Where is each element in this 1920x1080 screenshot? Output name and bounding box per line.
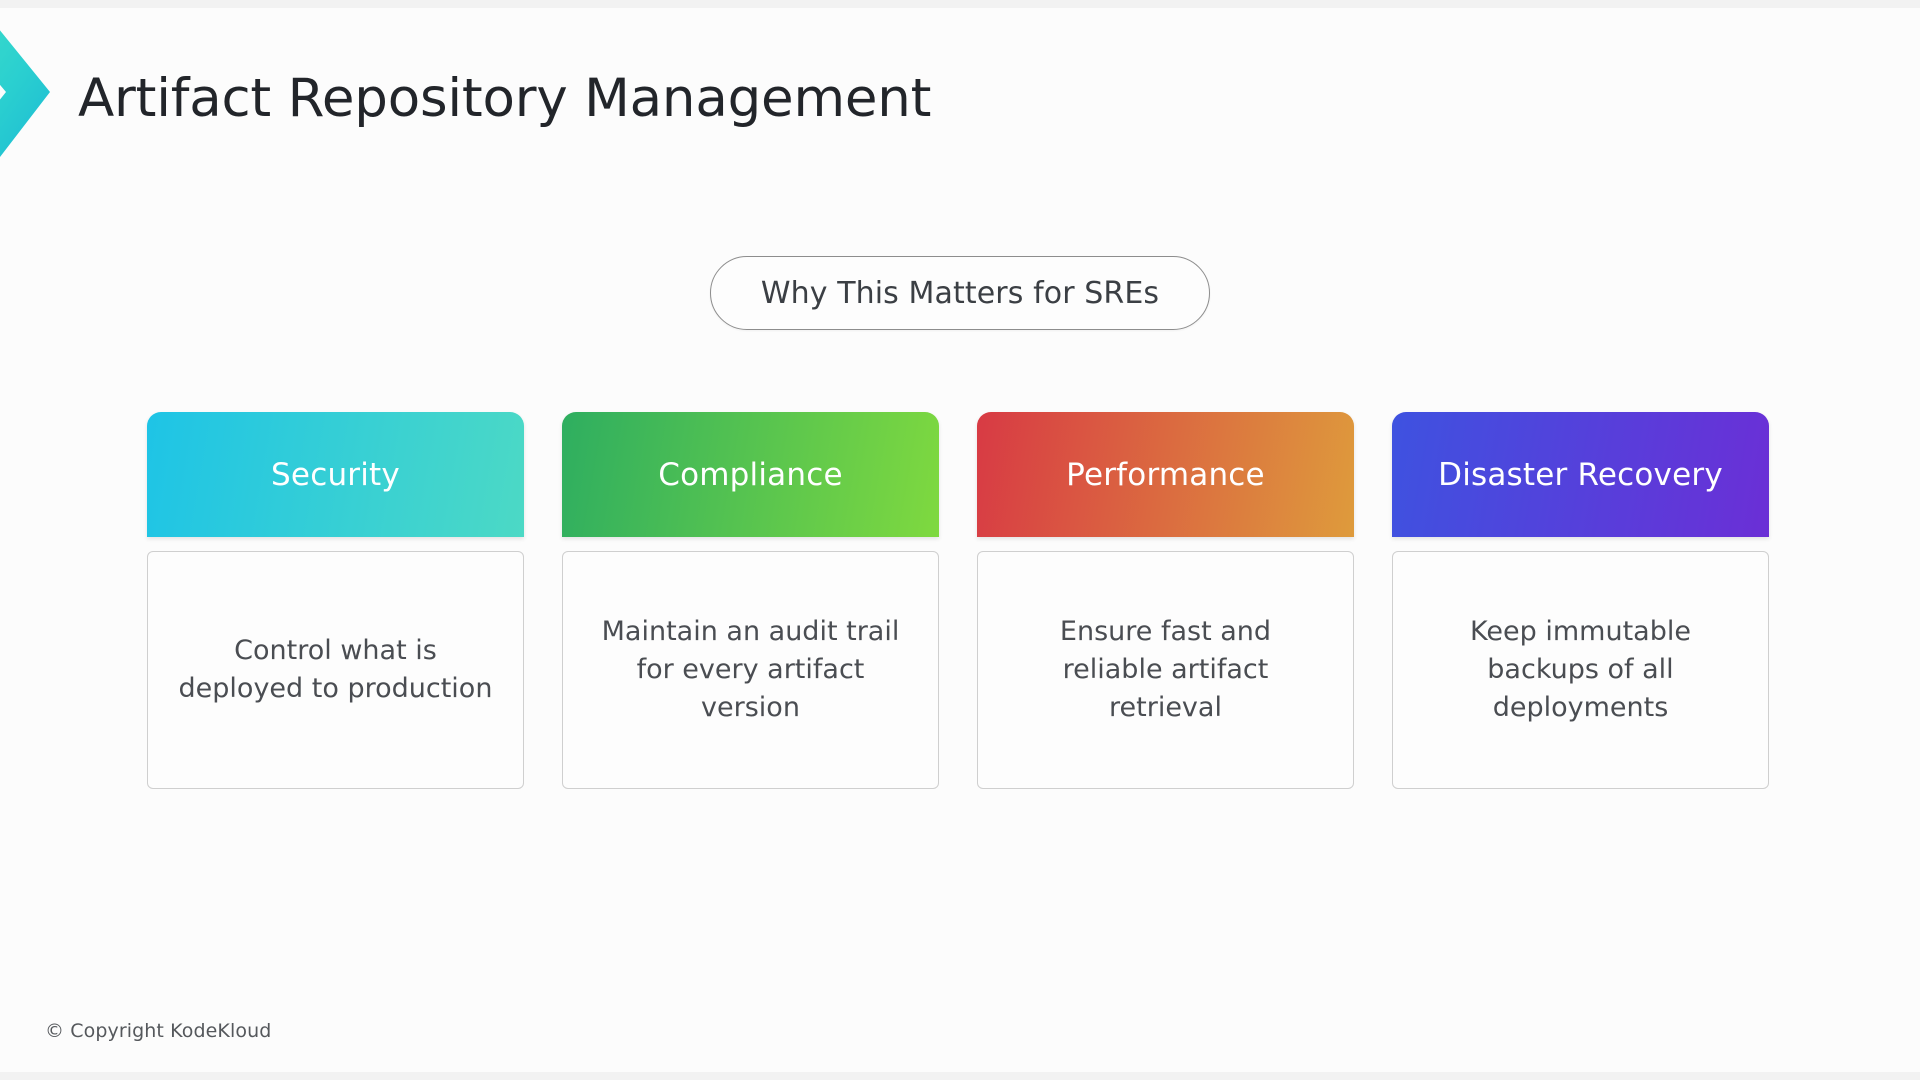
kodekloud-chevron-logo	[0, 14, 64, 174]
slide-top-edge	[0, 0, 1920, 8]
copyright-footer: © Copyright KodeKloud	[45, 1020, 272, 1042]
benefit-card-compliance: Compliance Maintain an audit trail for e…	[562, 412, 939, 789]
slide-bottom-edge	[0, 1072, 1920, 1080]
benefit-card-performance: Performance Ensure fast and reliable art…	[977, 412, 1354, 789]
card-body-compliance: Maintain an audit trail for every artifa…	[562, 551, 939, 789]
section-pill-container: Why This Matters for SREs	[0, 256, 1920, 330]
card-header-disaster-recovery: Disaster Recovery	[1392, 412, 1769, 537]
card-header-performance: Performance	[977, 412, 1354, 537]
benefit-card-security: Security Control what is deployed to pro…	[147, 412, 524, 789]
card-body-disaster-recovery: Keep immutable backups of all deployment…	[1392, 551, 1769, 789]
card-body-performance: Ensure fast and reliable artifact retrie…	[977, 551, 1354, 789]
section-pill: Why This Matters for SREs	[709, 256, 1211, 330]
benefit-card-grid: Security Control what is deployed to pro…	[147, 412, 1773, 789]
page-title: Artifact Repository Management	[78, 68, 932, 129]
benefit-card-disaster-recovery: Disaster Recovery Keep immutable backups…	[1392, 412, 1769, 789]
card-body-security: Control what is deployed to production	[147, 551, 524, 789]
card-header-security: Security	[147, 412, 524, 537]
card-header-compliance: Compliance	[562, 412, 939, 537]
